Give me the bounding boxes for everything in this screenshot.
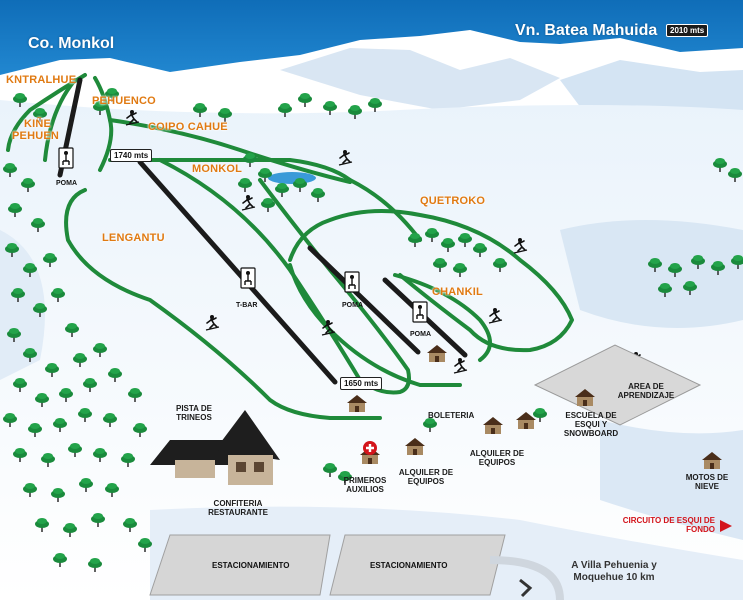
arrow-icon — [720, 520, 732, 532]
facility-label-boleteria[interactable]: BOLETERIA — [428, 411, 475, 420]
lift-label-poma-right: POMA — [410, 331, 431, 338]
facility-label-escuela[interactable]: ESCUELA DE ESQUI Y SNOWBOARD — [563, 411, 619, 438]
slope-shadow — [560, 220, 743, 328]
peak-altitude-badge: 2010 mts — [666, 24, 709, 37]
lagoon — [268, 172, 316, 184]
facility-label-pista-trineos[interactable]: PISTA DE TRINEOS — [175, 404, 212, 422]
run-label-lengantu[interactable]: LENGANTU — [102, 232, 165, 244]
facility-label-alquiler-equipos-2[interactable]: ALQUILER DE EQUIPOS — [398, 468, 454, 486]
chairlift-icon — [344, 271, 360, 293]
learning-area — [533, 344, 702, 426]
lift-label-poma-top: POMA — [56, 180, 77, 187]
lift-label-tbar: T-BAR — [236, 302, 258, 309]
peak-label-monkol: Co. Monkol — [28, 35, 115, 52]
facility-label-primeros-auxilios[interactable]: PRIMEROS AUXILIOS — [343, 476, 387, 494]
facility-label-area-aprendizaje[interactable]: AREA DE APRENDIZAJE — [617, 382, 675, 400]
facility-label-confiteria[interactable]: CONFITERIA RESTAURANTE — [208, 499, 268, 517]
facility-label-alquiler-equipos-1[interactable]: ALQUILER DE EQUIPOS — [469, 449, 525, 467]
altitude-badge-base: 1650 mts — [340, 377, 383, 390]
parking-label-left: ESTACIONAMIENTO — [212, 561, 290, 570]
parking-lot-left — [149, 534, 331, 596]
lift-label-poma-mid: POMA — [342, 302, 363, 309]
first-aid-icon — [363, 441, 377, 455]
run-label-coipo-cahue[interactable]: COIPO CAHUE — [148, 121, 228, 133]
run-label-quetroko[interactable]: QUETROKO — [420, 195, 486, 207]
chairlift-icon — [412, 301, 428, 323]
arrow-icon — [519, 578, 533, 598]
trail-network — [6, 73, 574, 420]
parking-label-right: ESTACIONAMIENTO — [370, 561, 448, 570]
altitude-badge-top: 1740 mts — [110, 149, 153, 162]
run-label-kntralhue[interactable]: KNTRALHUE — [6, 74, 77, 86]
run-label-kine[interactable]: KIÑE — [24, 118, 52, 130]
route-label: A Villa Pehuenia y Moquehue 10 km — [571, 560, 657, 583]
circuit-label[interactable]: CIRCUITO DE ESQUI DE FONDO — [622, 516, 715, 534]
run-label-chankil[interactable]: CHANKIL — [432, 286, 483, 298]
peak-label-batea-mahuida: Vn. Batea Mahuida — [515, 22, 658, 39]
access-road — [489, 556, 564, 600]
chairlift-icon — [58, 147, 74, 169]
slope-shadow — [600, 420, 743, 540]
lodge-building — [150, 410, 280, 485]
parking-lot-right — [329, 534, 506, 596]
facility-label-motos-nieve[interactable]: MOTOS DE NIEVE — [685, 473, 729, 491]
chairlift-icon — [240, 267, 256, 289]
run-label-monkol[interactable]: MONKOL — [192, 163, 243, 175]
run-label-pehuen[interactable]: PEHUEN — [12, 130, 60, 142]
mountain-shadow — [280, 48, 560, 110]
run-label-pehuenco[interactable]: PEHUENCO — [92, 95, 156, 107]
